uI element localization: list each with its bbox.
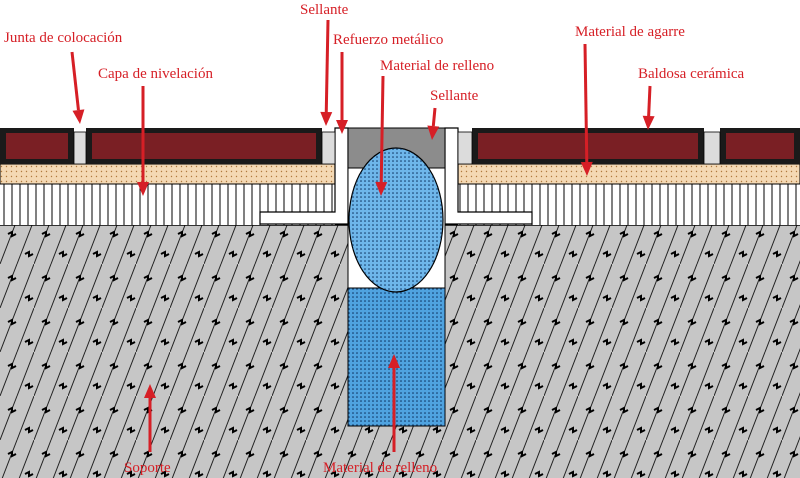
filler-material-bottom [347, 287, 446, 427]
arrow-sellante-top-shaft [324, 19, 330, 113]
label-relleno-bottom: Material de relleno [323, 460, 437, 476]
metal-reinforcement [259, 127, 533, 225]
arrow-sellante-right-shaft [431, 107, 437, 127]
labels: Junta de colocación Capa de nivelación S… [4, 2, 745, 476]
label-relleno-top: Material de relleno [380, 58, 494, 74]
arrow-refuerzo-head [336, 120, 348, 134]
label-agarre: Material de agarre [575, 24, 685, 40]
filler-backer-rod [348, 147, 444, 293]
label-capa: Capa de nivelación [98, 66, 213, 82]
arrow-junta-head [72, 109, 85, 124]
label-refuerzo: Refuerzo metálico [333, 32, 443, 48]
arrow-relleno-top-shaft [379, 75, 385, 183]
label-soporte: Soporte [124, 460, 171, 476]
label-sellante-top: Sellante [300, 2, 349, 18]
arrow-junta-shaft [70, 51, 80, 111]
label-sellante-right: Sellante [430, 88, 479, 104]
arrow-relleno-bottom-head [388, 354, 400, 368]
arrow-capa-head [137, 182, 149, 196]
arrow-baldosa-head [642, 115, 655, 130]
arrow-baldosa-shaft [647, 85, 652, 117]
label-baldosa: Baldosa cerámica [638, 66, 745, 82]
bedding-material [0, 163, 800, 185]
label-junta: Junta de colocación [4, 30, 123, 46]
arrow-sellante-top-head [320, 111, 333, 126]
arrow-soporte-head [144, 384, 156, 398]
arrow-agarre-shaft [583, 43, 589, 163]
tile-joints [73, 131, 721, 165]
arrow-relleno-top-head [375, 181, 388, 196]
arrow-agarre-head [580, 161, 593, 176]
arrow-sellante-right-head [427, 125, 440, 140]
ceramic-tiles [0, 128, 800, 164]
callout-arrows [70, 19, 655, 452]
